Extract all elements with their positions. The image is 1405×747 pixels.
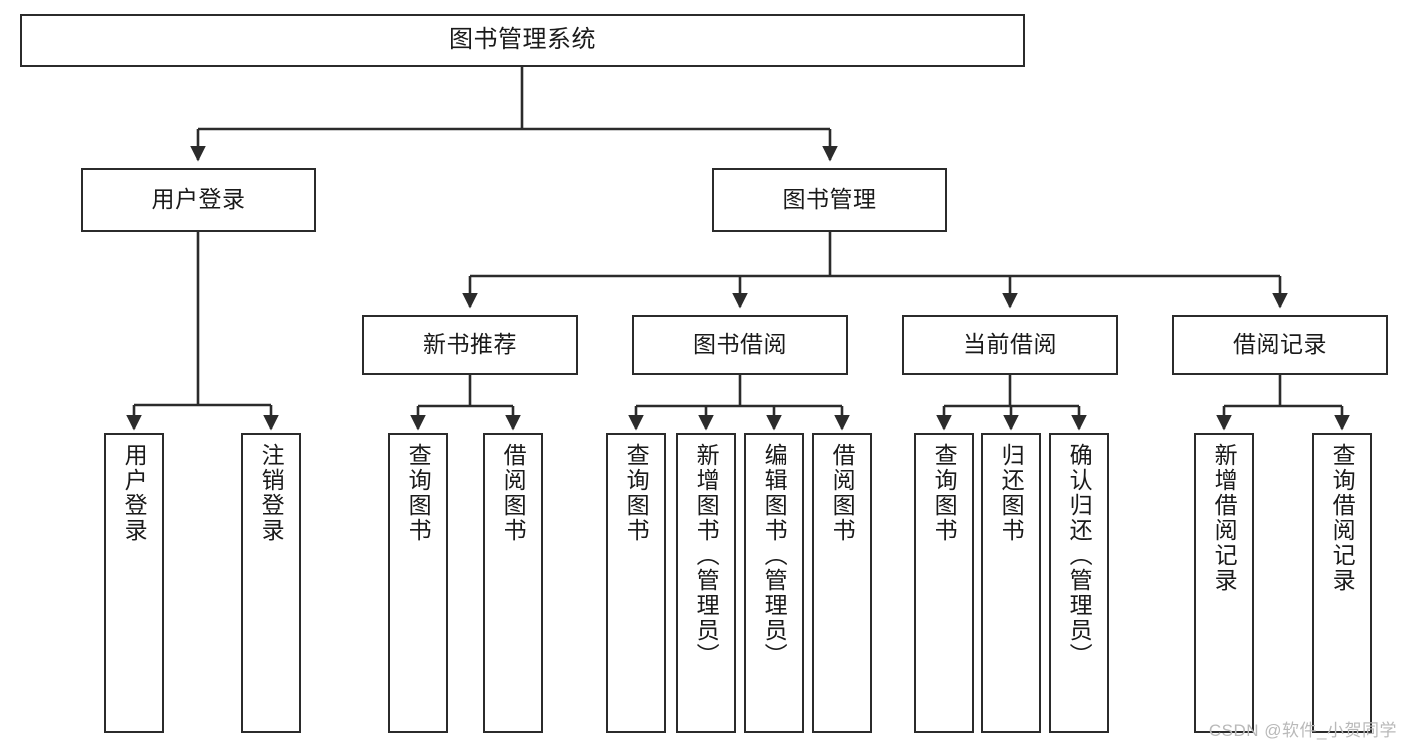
leaf-query-record[interactable]: 查询借阅记录 [1312, 433, 1372, 733]
leaf-add-book-label: 新增图书（管理员） [693, 443, 720, 668]
node-borrow-record-label: 借阅记录 [1233, 331, 1327, 358]
node-current-borrow-label: 当前借阅 [963, 331, 1057, 358]
leaf-borrow-book-1-label: 借阅图书 [500, 443, 527, 543]
leaf-confirm-return[interactable]: 确认归还（管理员） [1049, 433, 1109, 733]
node-root-label: 图书管理系统 [449, 26, 596, 54]
node-root[interactable]: 图书管理系统 [20, 14, 1025, 67]
leaf-logout[interactable]: 注销登录 [241, 433, 301, 733]
leaf-query-book-1[interactable]: 查询图书 [388, 433, 448, 733]
leaf-borrow-book-2-label: 借阅图书 [829, 443, 856, 543]
leaf-query-book-2-label: 查询图书 [623, 443, 650, 543]
leaf-query-record-label: 查询借阅记录 [1329, 443, 1356, 593]
node-book-manage[interactable]: 图书管理 [712, 168, 947, 232]
node-borrow-record[interactable]: 借阅记录 [1172, 315, 1388, 375]
node-user-login-label: 用户登录 [151, 186, 246, 213]
leaf-return-book-label: 归还图书 [998, 443, 1025, 543]
node-book-borrow-label: 图书借阅 [693, 331, 787, 358]
leaf-borrow-book-1[interactable]: 借阅图书 [483, 433, 543, 733]
leaf-logout-label: 注销登录 [258, 443, 285, 543]
watermark: CSDN @软件_小贺同学 [1208, 721, 1397, 740]
leaf-user-login-label: 用户登录 [121, 443, 148, 543]
node-new-book-recommend[interactable]: 新书推荐 [362, 315, 578, 375]
leaf-user-login[interactable]: 用户登录 [104, 433, 164, 733]
leaf-edit-book-label: 编辑图书（管理员） [761, 443, 788, 668]
leaf-add-record-label: 新增借阅记录 [1211, 443, 1238, 593]
leaf-query-book-3-label: 查询图书 [931, 443, 958, 543]
node-new-book-recommend-label: 新书推荐 [423, 331, 517, 358]
node-current-borrow[interactable]: 当前借阅 [902, 315, 1118, 375]
leaf-add-record[interactable]: 新增借阅记录 [1194, 433, 1254, 733]
leaf-return-book[interactable]: 归还图书 [981, 433, 1041, 733]
leaf-borrow-book-2[interactable]: 借阅图书 [812, 433, 872, 733]
leaf-query-book-1-label: 查询图书 [405, 443, 432, 543]
node-user-login[interactable]: 用户登录 [81, 168, 316, 232]
node-book-manage-label: 图书管理 [782, 186, 877, 213]
leaf-add-book[interactable]: 新增图书（管理员） [676, 433, 736, 733]
leaf-confirm-return-label: 确认归还（管理员） [1066, 443, 1093, 668]
leaf-query-book-2[interactable]: 查询图书 [606, 433, 666, 733]
node-book-borrow[interactable]: 图书借阅 [632, 315, 848, 375]
leaf-query-book-3[interactable]: 查询图书 [914, 433, 974, 733]
leaf-edit-book[interactable]: 编辑图书（管理员） [744, 433, 804, 733]
